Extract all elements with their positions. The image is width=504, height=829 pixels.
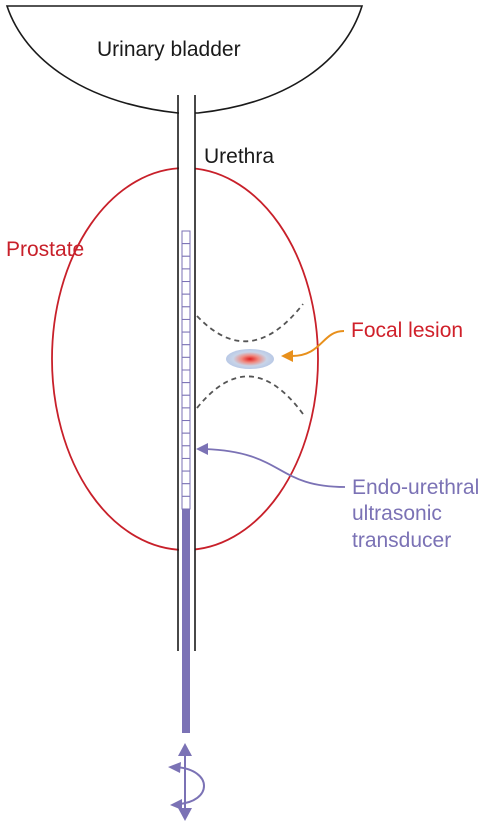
focus-zone-upper — [196, 303, 304, 343]
transducer-element — [181, 432, 191, 447]
transducer-arrowhead-icon — [196, 443, 208, 455]
lesion-label: Focal lesion — [351, 319, 463, 342]
transducer-pointer-line — [204, 448, 346, 488]
transducer-element — [181, 407, 191, 422]
transducer-element — [181, 230, 191, 245]
transducer-element — [181, 268, 191, 283]
transducer-element — [181, 420, 191, 434]
transducer-shaft — [182, 509, 190, 733]
transducer-element — [181, 394, 191, 409]
transducer-element — [181, 369, 191, 384]
urethra-label: Urethra — [204, 145, 274, 168]
transducer-element — [181, 495, 191, 510]
transducer-label-line3: transducer — [352, 529, 451, 552]
lesion-pointer-arrow — [291, 330, 345, 357]
lesion-arrowhead-icon — [281, 350, 293, 362]
focus-zone-lower — [196, 375, 304, 415]
prostate-label: Prostate — [6, 238, 84, 261]
transducer-element — [181, 255, 191, 270]
transducer-element — [181, 382, 191, 396]
transducer-element — [181, 457, 191, 472]
focal-lesion — [226, 349, 274, 369]
transducer-label: Endo-urethral ultrasonic transducer — [352, 476, 485, 552]
transducer-label-line1: Endo-urethral — [352, 476, 479, 499]
transducer-element — [181, 344, 191, 358]
bladder-outline — [5, 5, 364, 114]
transducer-element — [181, 281, 191, 295]
transducer-element — [181, 445, 191, 459]
transducer-array — [181, 230, 191, 510]
transducer-element — [181, 331, 191, 346]
transducer-element — [181, 483, 191, 497]
bladder-label: Urinary bladder — [97, 38, 241, 61]
transducer-label-line2: ultrasonic — [352, 502, 442, 525]
transducer-element — [181, 293, 191, 308]
rotation-arrows-icon — [168, 743, 205, 821]
transducer-element — [181, 306, 191, 320]
transducer-element — [181, 356, 191, 371]
transducer-element — [181, 243, 191, 257]
transducer-element — [181, 470, 191, 485]
transducer-element — [181, 318, 191, 333]
